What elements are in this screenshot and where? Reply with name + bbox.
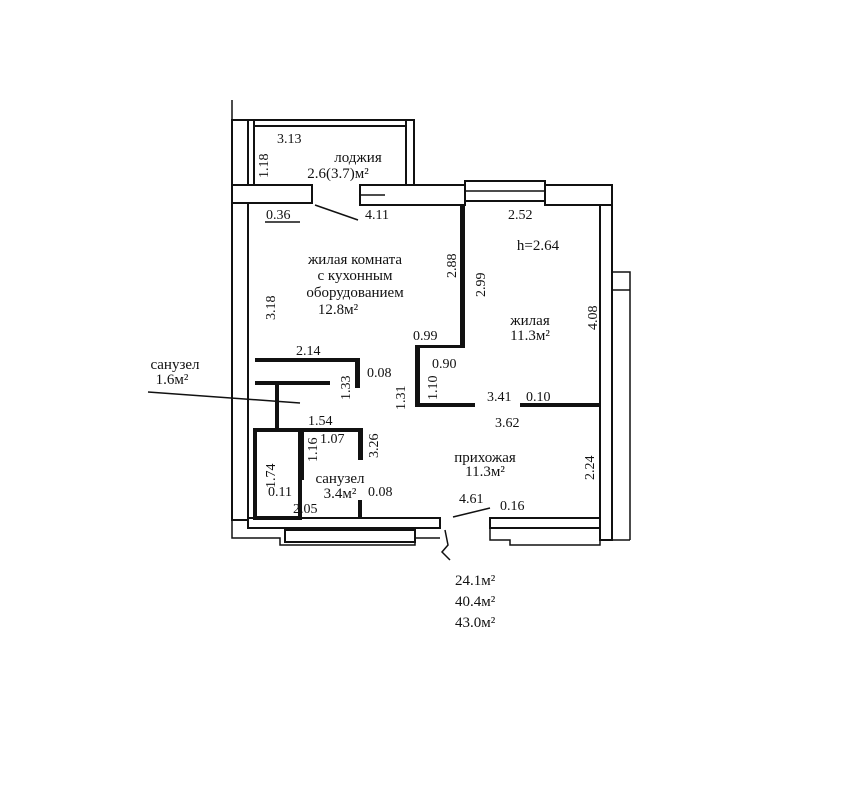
kitchen-living-line3: оборудованием — [306, 285, 404, 301]
ceiling-height: h=2.64 — [517, 238, 560, 254]
loggia-left-wall — [247, 119, 255, 187]
loggia-right-wall — [405, 119, 415, 187]
total-with-loggia: 43.0м² — [455, 615, 496, 631]
bath-large-name: санузел — [315, 471, 365, 487]
kitchen-living-area: 12.8м² — [318, 302, 359, 318]
dim-0-08-top: 0.08 — [367, 366, 392, 381]
dim-2-88: 2.88 — [445, 254, 460, 279]
dim-3-18: 3.18 — [264, 296, 279, 321]
dim-4-61: 4.61 — [459, 492, 484, 507]
dim-2-14: 2.14 — [296, 344, 321, 359]
dim-1-07: 1.07 — [320, 432, 345, 447]
dim-0-36: 0.36 — [266, 208, 291, 223]
living-name: жилая — [509, 313, 550, 329]
dim-0-99: 0.99 — [413, 329, 438, 344]
dim-0-90: 0.90 — [432, 357, 457, 372]
dim-1-74: 1.74 — [264, 464, 279, 489]
dimensions: 3.13 1.18 0.36 4.11 2.52 2.88 2.99 3.18 … — [257, 132, 601, 517]
bottom-wall-right — [489, 517, 601, 529]
left-wall — [231, 119, 249, 521]
total-living-area: 24.1м² — [455, 573, 496, 589]
dim-4-11: 4.11 — [365, 208, 389, 223]
dim-1-31: 1.31 — [394, 386, 409, 411]
walls — [231, 100, 631, 561]
dim-2-24: 2.24 — [583, 456, 598, 481]
dim-1-16: 1.16 — [306, 438, 321, 463]
leader-bath-small — [147, 391, 301, 404]
dim-2-52: 2.52 — [508, 208, 533, 223]
dim-3-26: 3.26 — [367, 434, 382, 459]
top-wall-right — [544, 184, 613, 206]
dim-3-62: 3.62 — [495, 416, 520, 431]
dim-0-16: 0.16 — [500, 499, 525, 514]
kitchen-living-line2: с кухонным — [317, 268, 393, 284]
right-wall — [599, 204, 613, 541]
dim-1-18: 1.18 — [257, 154, 272, 179]
dim-0-08-bottom: 0.08 — [368, 485, 393, 500]
living-area: 11.3м² — [510, 328, 550, 344]
dim-1-10: 1.10 — [426, 376, 441, 401]
dim-0-11: 0.11 — [268, 485, 292, 500]
dim-3-41: 3.41 — [487, 390, 512, 405]
window-bottom — [284, 529, 416, 543]
loggia-area: 2.6(3.7)м² — [307, 166, 369, 182]
bath-small-area: 1.6м² — [156, 372, 189, 388]
dim-1-54: 1.54 — [308, 414, 333, 429]
hallway-name: прихожая — [454, 450, 516, 466]
bottom-wall-left — [247, 517, 441, 529]
bath-small-name: санузел — [150, 357, 200, 373]
leader-loggia-dim — [314, 204, 359, 221]
top-wall-left — [231, 184, 313, 204]
dim-2-05: 2.05 — [293, 502, 318, 517]
loggia-top-wall — [247, 119, 415, 127]
dim-0-10: 0.10 — [526, 390, 551, 405]
kitchen-living-line1: жилая комната — [307, 252, 402, 268]
dim-2-99: 2.99 — [474, 273, 489, 298]
hallway-area: 11.3м² — [465, 464, 505, 480]
dim-3-13: 3.13 — [277, 132, 302, 147]
dim-4-08: 4.08 — [586, 306, 601, 331]
bath-large-area: 3.4м² — [324, 486, 357, 502]
dim-1-33: 1.33 — [339, 376, 354, 401]
total-area: 40.4м² — [455, 594, 496, 610]
loggia-name: лоджия — [334, 150, 382, 166]
